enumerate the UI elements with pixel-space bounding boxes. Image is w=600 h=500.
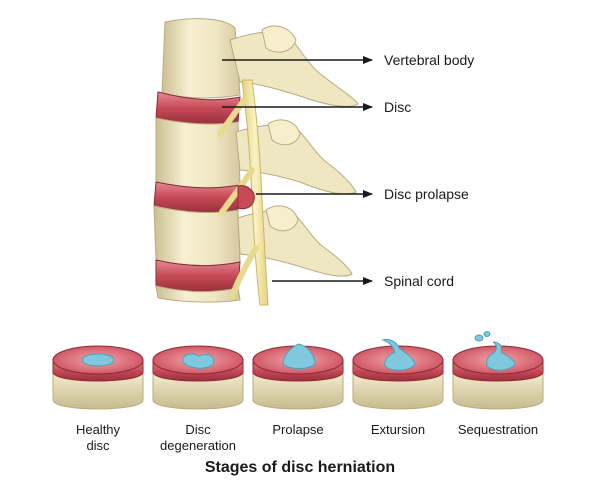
stage-label-sequestration: Sequestration <box>457 422 539 437</box>
diagram-title: Stages of disc herniation <box>204 459 396 476</box>
prolapse-bulge <box>237 185 255 210</box>
label-vertebral-body: Vertebral body <box>384 52 475 68</box>
stage-disc-degeneration <box>152 345 244 410</box>
stage-label-degeneration: Disc degeneration <box>160 422 236 453</box>
nucleus <box>182 353 215 369</box>
stage-disc-extrusion <box>352 339 444 410</box>
nucleus <box>81 353 115 367</box>
sequestered-fragment <box>483 331 491 337</box>
nucleus <box>486 341 516 371</box>
label-disc-prolapse: Disc prolapse <box>384 186 469 202</box>
nucleus <box>282 343 316 369</box>
annotation-arrows <box>222 56 373 285</box>
stage-label-extrusion: Extursion <box>370 422 426 437</box>
vertebra-lower <box>153 205 353 277</box>
stage-disc-prolapse <box>252 343 344 410</box>
stage-label-prolapse: Prolapse <box>272 422 324 437</box>
spinal-cord <box>217 79 269 306</box>
stage-disc-sequestration <box>452 331 544 410</box>
stage-label-healthy: Healthy disc <box>75 422 121 453</box>
vertebra-bottom <box>155 285 241 303</box>
spine-illustration <box>153 18 359 306</box>
label-disc: Disc <box>384 99 412 115</box>
sequestered-fragment <box>474 334 484 342</box>
vertebra-top <box>161 18 359 107</box>
stage-disc-healthy <box>52 345 144 410</box>
label-spinal-cord: Spinal cord <box>384 273 455 289</box>
nucleus <box>381 339 416 371</box>
